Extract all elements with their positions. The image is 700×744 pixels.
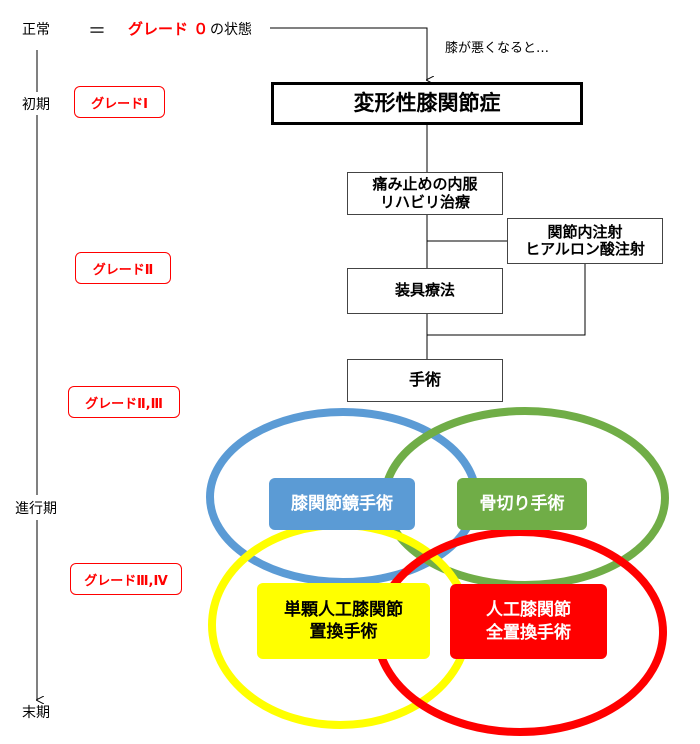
painkiller-box: 痛み止めの内服リハビリ治療 (347, 172, 503, 215)
grade-badge: グレードⅡ,Ⅲ (68, 386, 180, 418)
box-line: 置換手術 (309, 622, 378, 642)
grade0-label: グレード ０ (128, 20, 209, 38)
box-line: 人工膝関節 (486, 600, 571, 621)
uka-box: 単顆人工膝関節置換手術 (257, 583, 430, 659)
box-line: 全置換手術 (486, 622, 571, 643)
box-line: ヒアルロン酸注射 (525, 240, 645, 258)
box-line: リハビリ治療 (379, 192, 470, 211)
box-line: 関節内注射 (547, 222, 623, 241)
grade0-suffix: の状態 (210, 22, 252, 38)
tka-box: 人工膝関節全置換手術 (450, 584, 607, 659)
grade-badge: グレードⅠ (74, 86, 165, 118)
flow-line (427, 264, 586, 336)
label-normal: 正常 (22, 22, 50, 38)
label-early: 初期 (22, 97, 50, 113)
surgery-box: 手術 (347, 359, 503, 402)
when-bad-label: 膝が悪くなると… (445, 41, 550, 56)
brace-box: 装具療法 (347, 268, 503, 314)
equals-sign: ＝ (88, 21, 106, 42)
injection-box: 関節内注射ヒアルロン酸注射 (507, 218, 663, 264)
box-line: 単顆人工膝関節 (284, 599, 403, 620)
osteotomy-box: 骨切り手術 (457, 478, 587, 530)
label-late: 末期 (22, 705, 50, 721)
grade-badge: グレードⅡ (75, 252, 171, 284)
label-progress: 進行期 (15, 501, 57, 517)
arrow-to-disease (270, 27, 427, 80)
disease-box: 変形性膝関節症 (271, 82, 583, 125)
arthroscopy-box: 膝関節鏡手術 (269, 478, 415, 530)
grade-badge: グレードⅢ,Ⅳ (70, 563, 182, 595)
box-line: 痛み止めの内服 (372, 175, 478, 194)
